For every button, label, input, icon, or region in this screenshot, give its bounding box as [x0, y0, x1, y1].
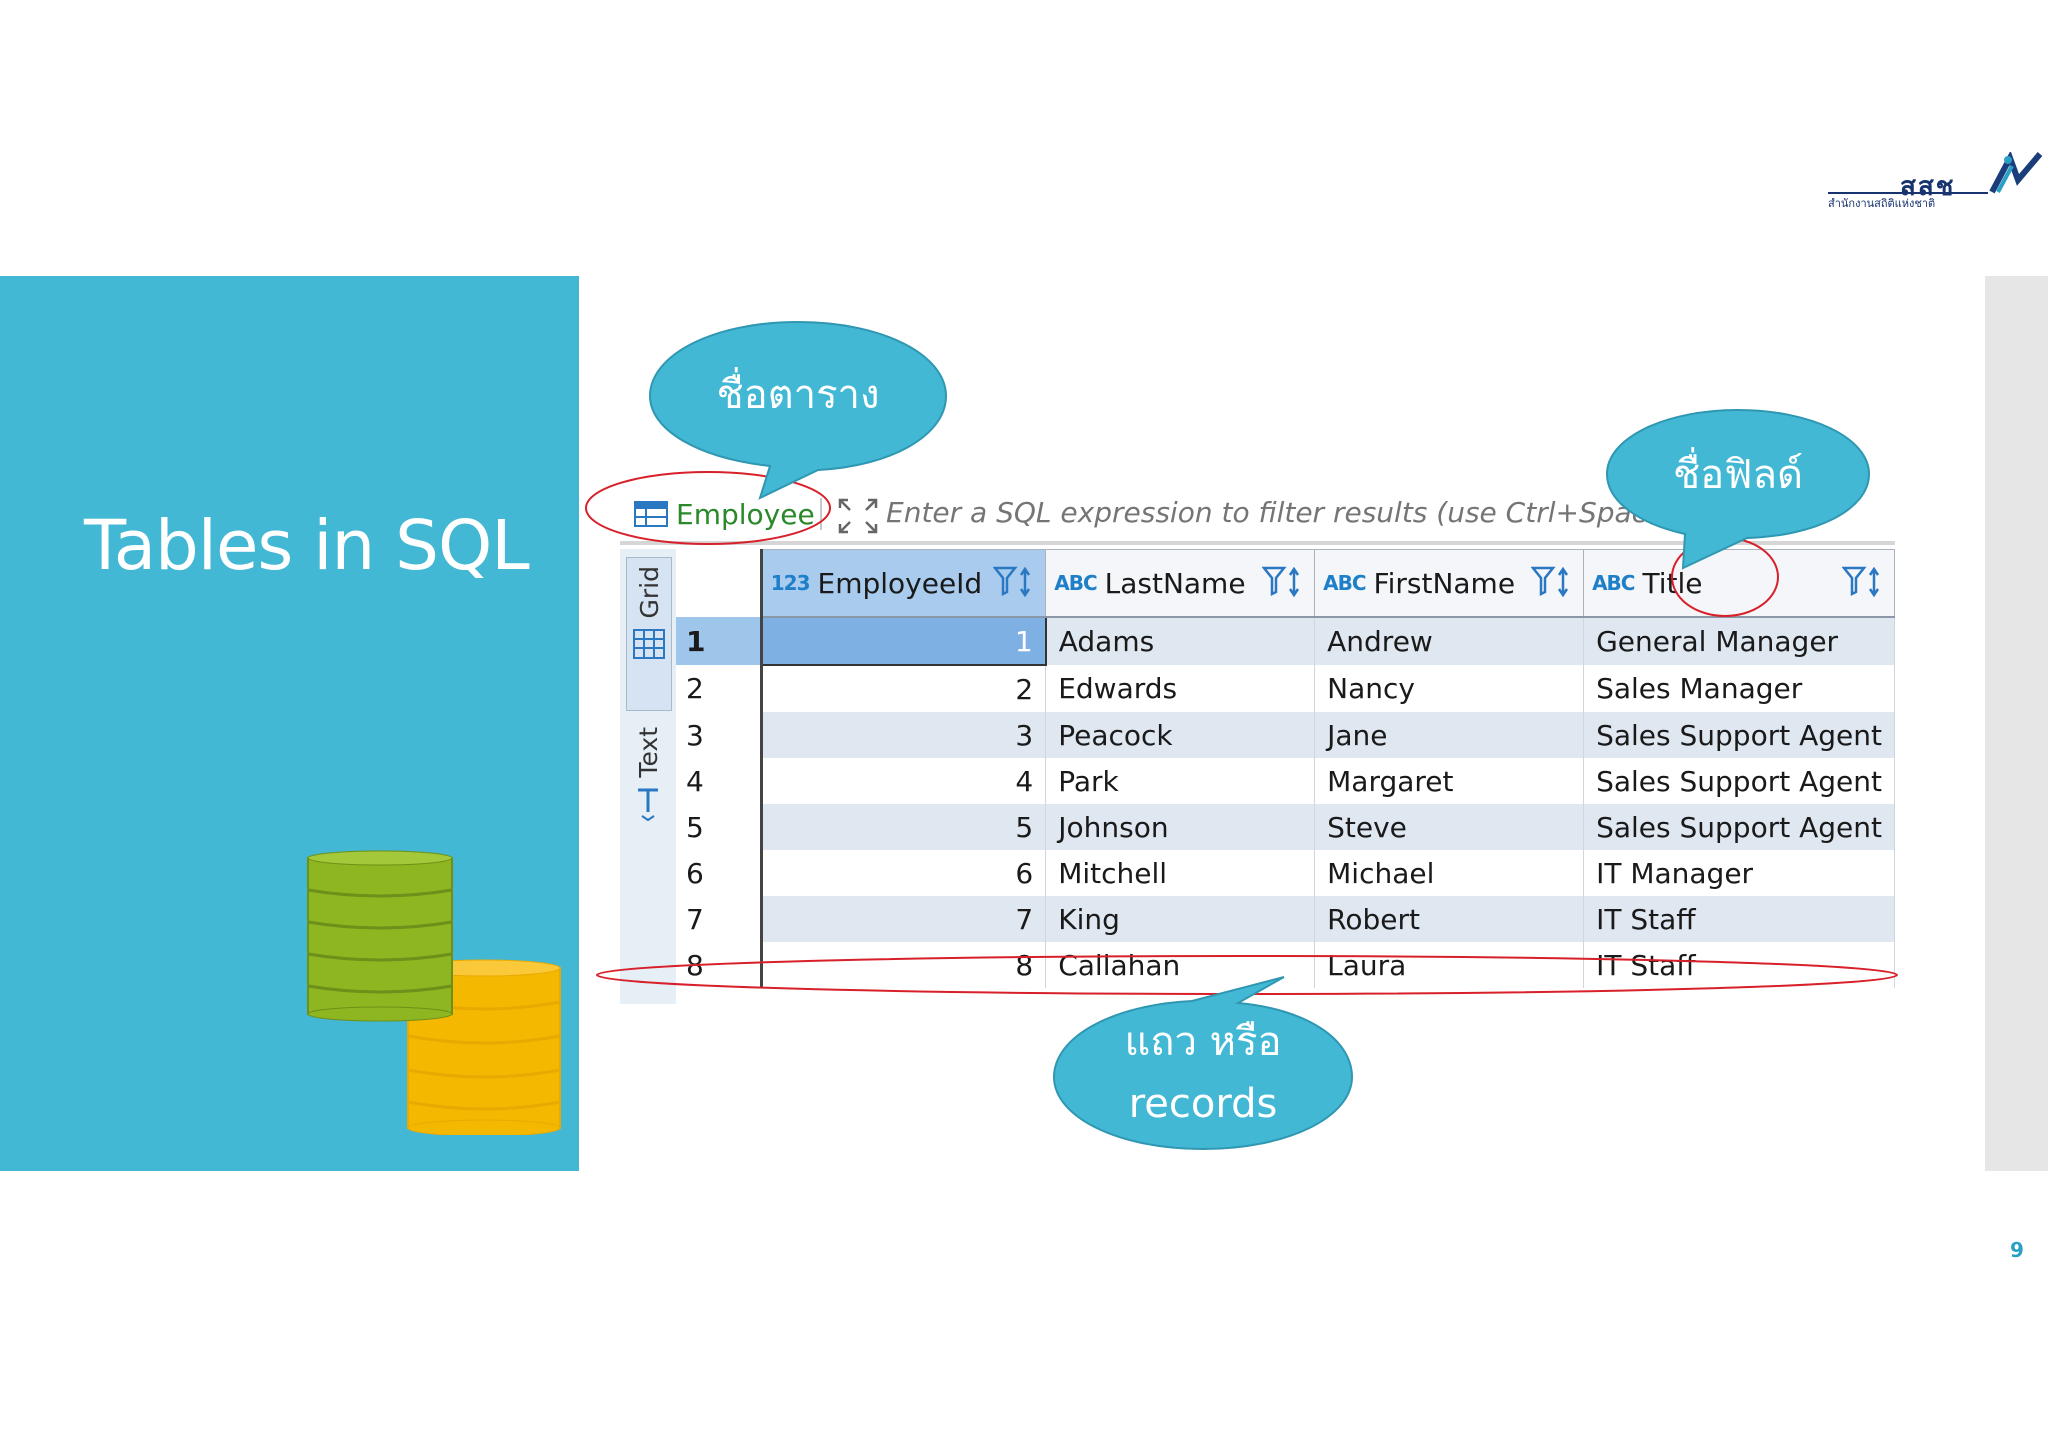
- table-row[interactable]: 2 2 Edwards Nancy Sales Manager: [676, 665, 1895, 712]
- corner-cell: [676, 549, 763, 617]
- cell-employeeid[interactable]: 7: [761, 896, 1047, 942]
- cell-employeeid[interactable]: 5: [761, 804, 1047, 850]
- callout-table-name: ชื่อตาราง: [648, 320, 948, 500]
- grid-tab-label: Grid: [634, 566, 664, 619]
- cell-firstname[interactable]: Laura: [1314, 942, 1585, 988]
- page-number: 9: [2010, 1238, 2024, 1262]
- expand-icon[interactable]: [838, 498, 878, 534]
- cell-firstname[interactable]: Nancy: [1314, 665, 1585, 712]
- cell-employeeid[interactable]: 8: [761, 942, 1047, 988]
- cell-firstname[interactable]: Michael: [1314, 850, 1585, 896]
- cell-lastname[interactable]: Johnson: [1045, 804, 1316, 850]
- column-label: EmployeeId: [817, 566, 983, 600]
- cell-title[interactable]: Sales Support Agent: [1583, 712, 1895, 758]
- callout-field-name-text: ชื่อฟิลด์: [1673, 452, 1803, 498]
- grid-view-tab[interactable]: Grid: [626, 557, 672, 711]
- column-header-lastname[interactable]: ABC LastName: [1045, 549, 1316, 618]
- nso-logo: สสช สำนักงานสถิติแห่งชาติ: [1820, 148, 2046, 210]
- cell-firstname[interactable]: Jane: [1314, 712, 1585, 758]
- column-label: Title: [1642, 566, 1703, 600]
- filter-sort-icon[interactable]: [1842, 566, 1886, 598]
- table-row[interactable]: 1 1 Adams Andrew General Manager: [676, 616, 1895, 666]
- row-number[interactable]: 3: [676, 712, 763, 758]
- database-stack-icon: [307, 850, 561, 1135]
- text-format-icon: [638, 788, 658, 821]
- row-number[interactable]: 6: [676, 850, 763, 896]
- cell-title[interactable]: Sales Support Agent: [1583, 804, 1895, 850]
- callout-rows-line2: records: [1128, 1081, 1278, 1127]
- view-mode-tabs: Grid Text: [620, 549, 676, 1004]
- row-number[interactable]: 8: [676, 942, 763, 988]
- text-type-icon: ABC: [1592, 571, 1635, 595]
- text-type-icon: ABC: [1054, 571, 1097, 595]
- logo-rule: [1828, 192, 1988, 194]
- cell-lastname[interactable]: Adams: [1045, 617, 1316, 665]
- cell-title[interactable]: IT Manager: [1583, 850, 1895, 896]
- cell-employeeid[interactable]: 4: [761, 758, 1047, 804]
- table-row[interactable]: 5 5 Johnson Steve Sales Support Agent: [676, 804, 1895, 850]
- logo-mark-icon: [1989, 152, 2043, 194]
- column-label: FirstName: [1373, 566, 1516, 600]
- cell-lastname[interactable]: Mitchell: [1045, 850, 1316, 896]
- cell-firstname[interactable]: Steve: [1314, 804, 1585, 850]
- column-label: LastName: [1104, 566, 1246, 600]
- numeric-type-icon: 123: [770, 571, 811, 595]
- filter-sort-icon[interactable]: [993, 566, 1037, 598]
- cell-title[interactable]: Sales Support Agent: [1583, 758, 1895, 804]
- cell-employeeid[interactable]: 6: [761, 850, 1047, 896]
- cell-employeeid[interactable]: 2: [761, 665, 1047, 712]
- slide-title: Tables in SQL: [84, 506, 530, 586]
- text-tab-label: Text: [633, 727, 663, 778]
- cell-title[interactable]: IT Staff: [1583, 896, 1895, 942]
- table-tab[interactable]: Employee: [634, 496, 815, 532]
- callout-table-name-text: ชื่อตาราง: [716, 372, 880, 418]
- cell-lastname[interactable]: Edwards: [1045, 665, 1316, 712]
- cell-firstname[interactable]: Robert: [1314, 896, 1585, 942]
- grid-icon: [633, 629, 665, 660]
- table-icon: [634, 501, 668, 527]
- callout-field-name: ชื่อฟิลด์: [1605, 408, 1871, 570]
- table-row[interactable]: 4 4 Park Margaret Sales Support Agent: [676, 758, 1895, 804]
- row-number[interactable]: 7: [676, 896, 763, 942]
- filter-sort-icon[interactable]: [1531, 566, 1575, 598]
- toolbar-separator: [820, 498, 822, 530]
- callout-rows: แถว หรือ records: [1052, 975, 1354, 1151]
- cell-lastname[interactable]: King: [1045, 896, 1316, 942]
- cell-title[interactable]: Sales Manager: [1583, 665, 1895, 712]
- row-number[interactable]: 2: [676, 665, 763, 712]
- row-number[interactable]: 4: [676, 758, 763, 804]
- column-header-firstname[interactable]: ABC FirstName: [1314, 549, 1585, 618]
- table-row[interactable]: 3 3 Peacock Jane Sales Support Agent: [676, 712, 1895, 758]
- cell-lastname[interactable]: Park: [1045, 758, 1316, 804]
- cell-employeeid[interactable]: 1: [760, 616, 1047, 666]
- cell-title[interactable]: IT Staff: [1583, 942, 1895, 988]
- filter-sort-icon[interactable]: [1262, 566, 1306, 598]
- text-view-tab[interactable]: Text: [626, 719, 670, 869]
- table-row[interactable]: 6 6 Mitchell Michael IT Manager: [676, 850, 1895, 896]
- row-number[interactable]: 5: [676, 804, 763, 850]
- table-row[interactable]: 7 7 King Robert IT Staff: [676, 896, 1895, 942]
- callout-rows-line1: แถว หรือ: [1124, 1019, 1282, 1065]
- table-name-label: Employee: [676, 497, 815, 531]
- toolbar-divider: [620, 541, 1895, 545]
- cell-title[interactable]: General Manager: [1583, 617, 1895, 665]
- logo-text: สสช: [1900, 172, 1956, 202]
- cell-lastname[interactable]: Peacock: [1045, 712, 1316, 758]
- cell-firstname[interactable]: Andrew: [1314, 617, 1585, 665]
- cell-employeeid[interactable]: 3: [761, 712, 1047, 758]
- logo-subtitle: สำนักงานสถิติแห่งชาติ: [1828, 197, 1936, 210]
- right-margin-strip: [1985, 276, 2048, 1171]
- text-type-icon: ABC: [1323, 571, 1366, 595]
- row-number[interactable]: 1: [676, 617, 763, 665]
- cell-firstname[interactable]: Margaret: [1314, 758, 1585, 804]
